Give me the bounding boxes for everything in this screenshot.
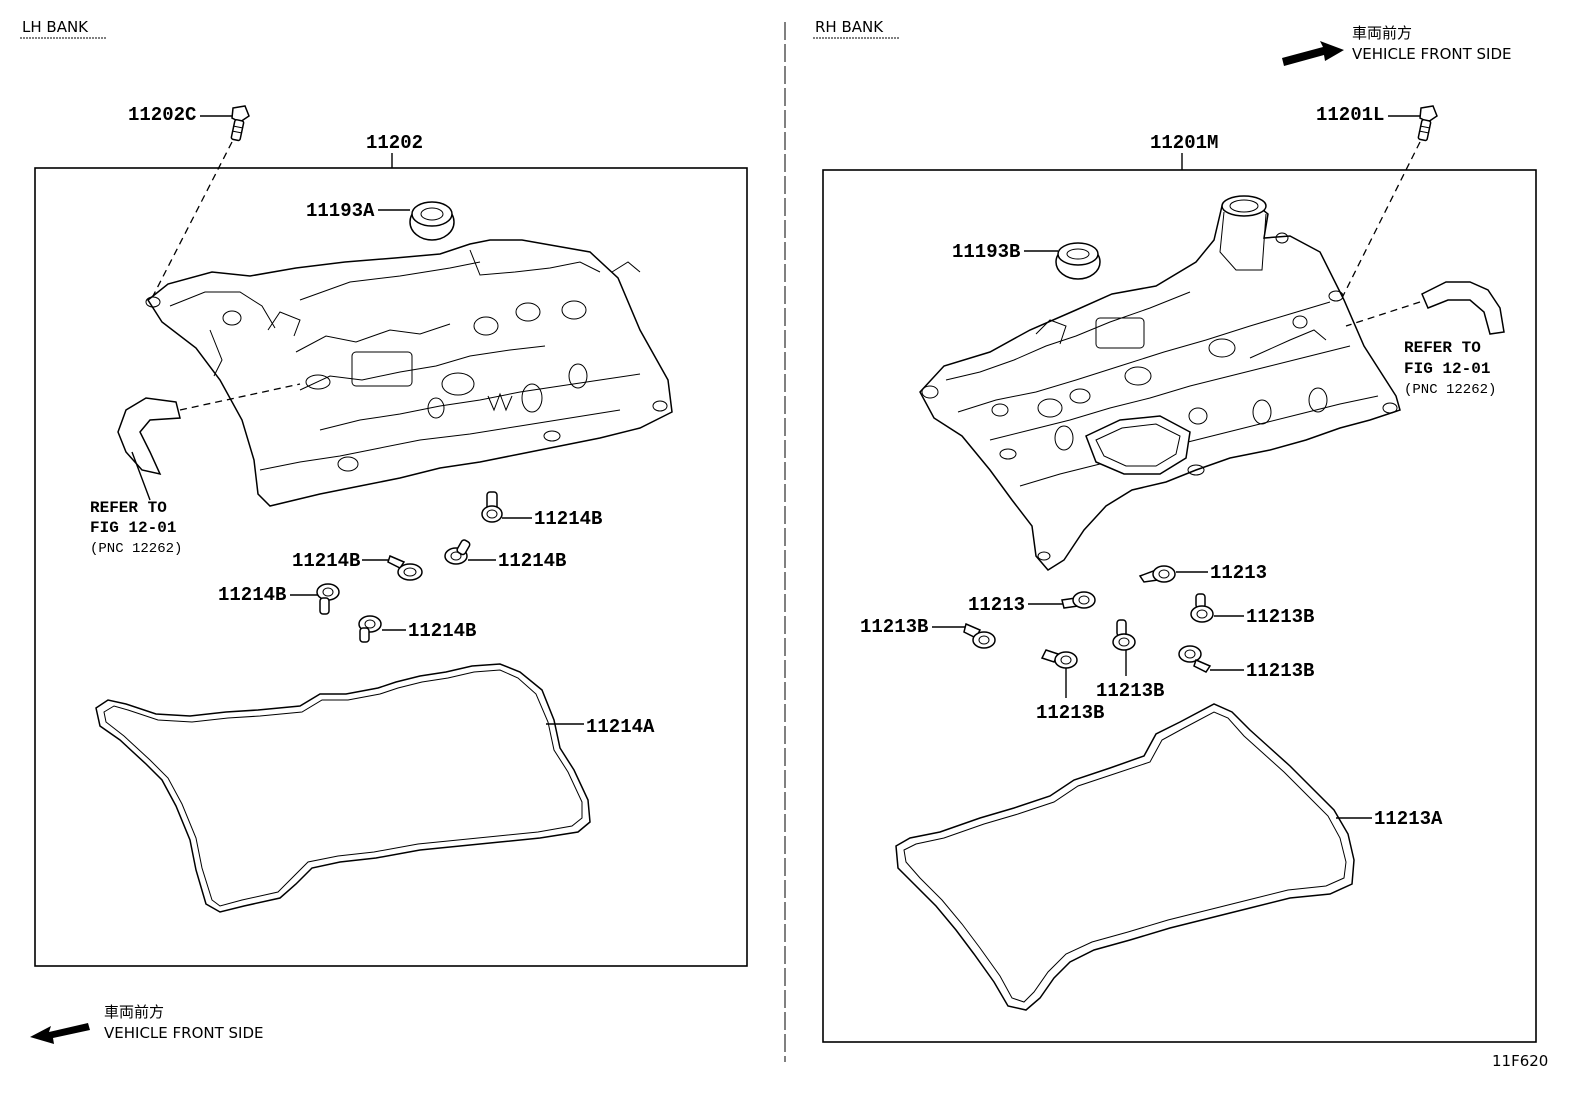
lh-grommet-icon <box>481 491 503 523</box>
lh-grommet-3-label[interactable]: 11214B <box>292 550 360 572</box>
lh-valve-cover-icon <box>145 239 673 507</box>
lh-front-en: VEHICLE FRONT SIDE <box>104 1024 264 1042</box>
lh-refer-line2[interactable]: FIG 12-01 <box>90 519 176 537</box>
rh-grommet-4-label[interactable]: 11213B <box>1036 702 1104 724</box>
rh-refer-line3: (PNC 12262) <box>1404 382 1496 398</box>
rh-refer-line1[interactable]: REFER TO <box>1404 339 1481 357</box>
lh-seal-icon <box>409 201 455 241</box>
lh-assembly-frame <box>34 167 748 967</box>
rh-bolt-label[interactable]: 11201L <box>1316 104 1384 126</box>
rh-bank-header: RH BANK <box>815 18 884 36</box>
rh-assembly-label[interactable]: 11201M <box>1150 132 1218 154</box>
rh-front-indicator: 車両前方 VEHICLE FRONT SIDE <box>1282 24 1512 66</box>
lh-bank-header: LH BANK <box>22 18 89 36</box>
rh-grommet-1-label[interactable]: 11213B <box>860 616 928 638</box>
rh-bolt-dashed-guide <box>1341 141 1421 299</box>
lh-bolt-dashed-guide <box>151 141 233 299</box>
lh-gasket-icon <box>95 663 591 913</box>
rh-grommet-2-label[interactable]: 11213B <box>1246 606 1314 628</box>
rh-grommet-3-label[interactable]: 11213B <box>1096 680 1164 702</box>
rh-grommet-icon <box>1040 649 1078 669</box>
rh-hose-dashed-guide <box>1345 301 1421 327</box>
rh-plug-2-label[interactable]: 11213 <box>968 594 1025 616</box>
rh-valve-cover-icon <box>919 195 1401 571</box>
rh-front-jp: 車両前方 <box>1352 24 1412 42</box>
lh-seal-label[interactable]: 11193A <box>306 200 375 222</box>
figure-id: 11F620 <box>1492 1052 1548 1070</box>
lh-front-indicator: 車両前方 VEHICLE FRONT SIDE <box>30 1003 264 1044</box>
rh-plug-1-label[interactable]: 11213 <box>1210 562 1267 584</box>
lh-grommet-5-label[interactable]: 11214B <box>408 620 476 642</box>
lh-grommet-2-label[interactable]: 11214B <box>498 550 566 572</box>
lh-bolt-label[interactable]: 11202C <box>128 104 196 126</box>
rh-grommet-icon <box>1112 619 1136 651</box>
lh-grommet-icon <box>444 539 471 565</box>
lh-grommet-icon <box>358 615 382 643</box>
rh-refer-line2[interactable]: FIG 12-01 <box>1404 360 1490 378</box>
rh-front-en: VEHICLE FRONT SIDE <box>1352 45 1512 63</box>
rh-plug-icon <box>1061 591 1096 609</box>
lh-grommet-4-label[interactable]: 11214B <box>218 584 286 606</box>
rh-gasket-label[interactable]: 11213A <box>1374 808 1443 830</box>
lh-hose-dashed-guide <box>179 383 301 411</box>
front-arrow-left-icon <box>30 1023 90 1044</box>
rh-grommet-icon <box>963 622 996 649</box>
rh-bolt-icon <box>1417 105 1438 142</box>
rh-grommet-icon <box>1178 645 1212 673</box>
lh-refer-line1[interactable]: REFER TO <box>90 499 167 517</box>
lh-front-jp: 車両前方 <box>104 1003 164 1021</box>
lh-hose-icon <box>117 397 181 476</box>
rh-assembly-frame <box>822 169 1537 1043</box>
rh-hose-icon <box>1421 281 1505 335</box>
lh-assembly-label[interactable]: 11202 <box>366 132 423 154</box>
lh-refer-line3: (PNC 12262) <box>90 541 182 557</box>
lh-grommet-1-label[interactable]: 11214B <box>534 508 602 530</box>
rh-seal-icon <box>1055 242 1101 280</box>
rh-plug-icon <box>1138 565 1176 583</box>
rh-seal-label[interactable]: 11193B <box>952 241 1020 263</box>
rh-gasket-icon <box>895 703 1355 1011</box>
lh-grommet-icon <box>387 554 423 581</box>
front-arrow-right-icon <box>1282 41 1344 66</box>
rh-grommet-5-label[interactable]: 11213B <box>1246 660 1314 682</box>
lh-refer-leader <box>131 451 151 501</box>
rh-grommet-icon <box>1190 593 1214 623</box>
lh-bolt-icon <box>230 105 250 142</box>
lh-gasket-label[interactable]: 11214A <box>586 716 655 738</box>
lh-grommet-icon <box>316 583 340 615</box>
